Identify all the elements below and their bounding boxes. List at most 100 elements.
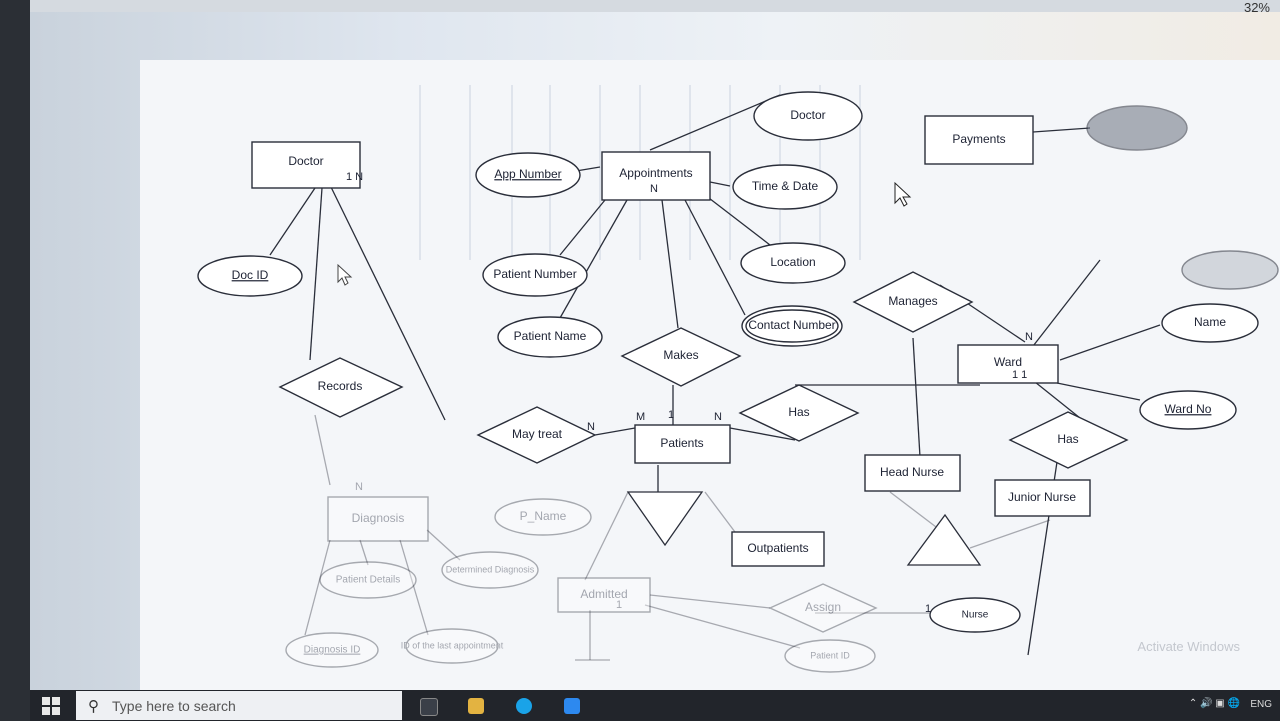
attribute-nurse-label: Nurse bbox=[962, 610, 989, 621]
mouse-pointer-icon-secondary bbox=[337, 263, 353, 286]
entity-appointments: Appointments bbox=[601, 151, 711, 201]
attribute-patient-name: Patient Name bbox=[497, 316, 603, 358]
language-indicator[interactable]: ENG bbox=[1250, 699, 1272, 710]
cardinality-nurse: 1 bbox=[925, 603, 931, 615]
zoom-level: 32% bbox=[1243, 0, 1270, 15]
search-placeholder: Type here to search bbox=[112, 698, 236, 714]
attribute-patient-number: Patient Number bbox=[482, 253, 588, 297]
relationship-records: Records bbox=[278, 357, 404, 418]
attribute-patient-id-label: Patient ID bbox=[810, 650, 850, 660]
entity-payments-label: Payments bbox=[952, 132, 1005, 146]
taskbar-search-box[interactable]: ⚲ Type here to search bbox=[76, 691, 402, 720]
isa-triangle-patients bbox=[626, 491, 704, 547]
entity-junior-nurse-label: Junior Nurse bbox=[1008, 490, 1076, 504]
relationship-assign-label: Assign bbox=[805, 600, 841, 614]
entity-outpatients-label: Outpatients bbox=[747, 541, 808, 555]
activate-windows-watermark: Activate Windows bbox=[1137, 639, 1240, 654]
attribute-doc-id-label: Doc ID bbox=[232, 268, 269, 282]
windows-taskbar: ⚲ Type here to search ⌃ 🔊 ▣ 🌐 ENG bbox=[30, 690, 1280, 721]
search-icon: ⚲ bbox=[88, 698, 99, 715]
relationship-may-treat: May treat bbox=[476, 406, 597, 464]
entity-head-nurse-label: Head Nurse bbox=[880, 465, 944, 479]
cardinality-doctor: 1 N bbox=[346, 171, 363, 183]
entity-junior-nurse: Junior Nurse bbox=[994, 479, 1091, 517]
entity-payments: Payments bbox=[924, 115, 1034, 165]
entity-doctor: Doctor bbox=[251, 141, 361, 189]
entity-diagnosis-label: Diagnosis bbox=[352, 511, 405, 525]
relationship-assign: Assign bbox=[768, 583, 878, 633]
store-icon[interactable] bbox=[564, 698, 580, 714]
photo-of-monitor: 32% bbox=[30, 0, 1280, 692]
entity-patients-label: Patients bbox=[660, 436, 703, 450]
cardinality-patients-n: N bbox=[714, 411, 722, 423]
attribute-ward-name-label: Name bbox=[1194, 315, 1226, 329]
attribute-ward-no: Ward No bbox=[1139, 390, 1237, 430]
attribute-p-name-label: P_Name bbox=[520, 509, 567, 523]
viewer-toolbar bbox=[30, 0, 1280, 12]
attribute-ward-name: Name bbox=[1161, 303, 1259, 343]
cardinality-patients-1: 1 bbox=[668, 409, 674, 421]
entity-doctor-label: Doctor bbox=[288, 154, 323, 168]
attribute-determined-diagnosis: Determined Diagnosis bbox=[441, 551, 539, 589]
blurred-attribute-ovals bbox=[1086, 105, 1279, 290]
relationship-records-label: Records bbox=[318, 379, 363, 393]
attribute-patient-details: Patient Details bbox=[319, 561, 417, 599]
attribute-doctor-label: Doctor bbox=[790, 108, 825, 122]
cardinality-diagnosis: N bbox=[355, 481, 363, 493]
cardinality-ward-n: N bbox=[1025, 331, 1033, 343]
relationship-has-patients-ward: Has bbox=[738, 384, 860, 442]
task-view-icon[interactable] bbox=[420, 698, 438, 716]
attribute-patient-id: Patient ID bbox=[784, 639, 876, 673]
attribute-time-date-label: Time & Date bbox=[752, 179, 819, 193]
cardinality-appointments: N bbox=[650, 183, 658, 195]
attribute-nurse: Nurse bbox=[929, 597, 1021, 633]
relationship-has-2-label: Has bbox=[1057, 432, 1078, 446]
attribute-id-last-appointment-label: ID of the last appointment bbox=[401, 640, 504, 650]
er-diagram-canvas: Doctor Appointments Payments Patients Wa… bbox=[140, 60, 1280, 692]
relationship-manages-label: Manages bbox=[888, 294, 937, 308]
entity-diagnosis: Diagnosis bbox=[327, 496, 429, 542]
entity-appointments-label: Appointments bbox=[619, 166, 692, 180]
cardinality-m: M bbox=[636, 411, 645, 423]
attribute-patient-name-label: Patient Name bbox=[514, 329, 587, 343]
attribute-patient-number-label: Patient Number bbox=[493, 267, 576, 281]
attribute-location: Location bbox=[740, 242, 846, 284]
attribute-patient-details-label: Patient Details bbox=[336, 575, 400, 586]
attribute-determined-diagnosis-label: Determined Diagnosis bbox=[446, 564, 535, 574]
entity-admitted: Admitted bbox=[557, 577, 651, 613]
relationship-manages: Manages bbox=[852, 271, 974, 333]
cardinality-ward-1-1: 1 1 bbox=[1012, 369, 1027, 381]
system-tray[interactable]: ⌃ 🔊 ▣ 🌐 bbox=[1188, 698, 1240, 709]
attribute-ward-no-label: Ward No bbox=[1165, 402, 1212, 416]
attribute-contact-number-label: Contact Number bbox=[748, 318, 835, 332]
er-diagram: Doctor Appointments Payments Patients Wa… bbox=[197, 85, 1279, 673]
windows-start-icon[interactable] bbox=[42, 697, 60, 715]
relationship-has-1-label: Has bbox=[788, 405, 809, 419]
entity-outpatients: Outpatients bbox=[731, 531, 825, 567]
entity-ward-label: Ward bbox=[994, 355, 1022, 369]
attribute-location-label: Location bbox=[770, 255, 815, 269]
entity-patients: Patients bbox=[634, 424, 731, 464]
browser-icon[interactable] bbox=[516, 698, 532, 714]
mouse-pointer-icon bbox=[894, 181, 912, 207]
isa-triangle-nurse bbox=[906, 513, 982, 566]
cardinality-may-treat: N bbox=[587, 421, 595, 433]
attribute-p-name: P_Name bbox=[494, 498, 592, 536]
relationship-has-ward-nurse: Has bbox=[1008, 411, 1129, 469]
attribute-doctor: Doctor bbox=[753, 91, 863, 141]
attribute-diagnosis-id-label: Diagnosis ID bbox=[304, 645, 361, 656]
entity-ward: Ward bbox=[957, 344, 1059, 384]
file-explorer-icon[interactable] bbox=[468, 698, 484, 714]
attribute-contact-number: Contact Number bbox=[741, 305, 843, 347]
attribute-app-number-label: App Number bbox=[494, 167, 561, 181]
entity-admitted-label: Admitted bbox=[580, 587, 627, 601]
relationship-may-treat-label: May treat bbox=[512, 427, 563, 441]
connector-lines bbox=[269, 94, 1161, 661]
entity-head-nurse: Head Nurse bbox=[864, 454, 961, 492]
attribute-id-last-appointment: ID of the last appointment bbox=[401, 628, 504, 664]
attribute-time-date: Time & Date bbox=[732, 164, 838, 210]
relationship-makes-label: Makes bbox=[663, 348, 698, 362]
attribute-diagnosis-id: Diagnosis ID bbox=[285, 632, 379, 668]
cardinality-admitted: 1 bbox=[616, 599, 622, 611]
attribute-doc-id: Doc ID bbox=[197, 255, 303, 297]
